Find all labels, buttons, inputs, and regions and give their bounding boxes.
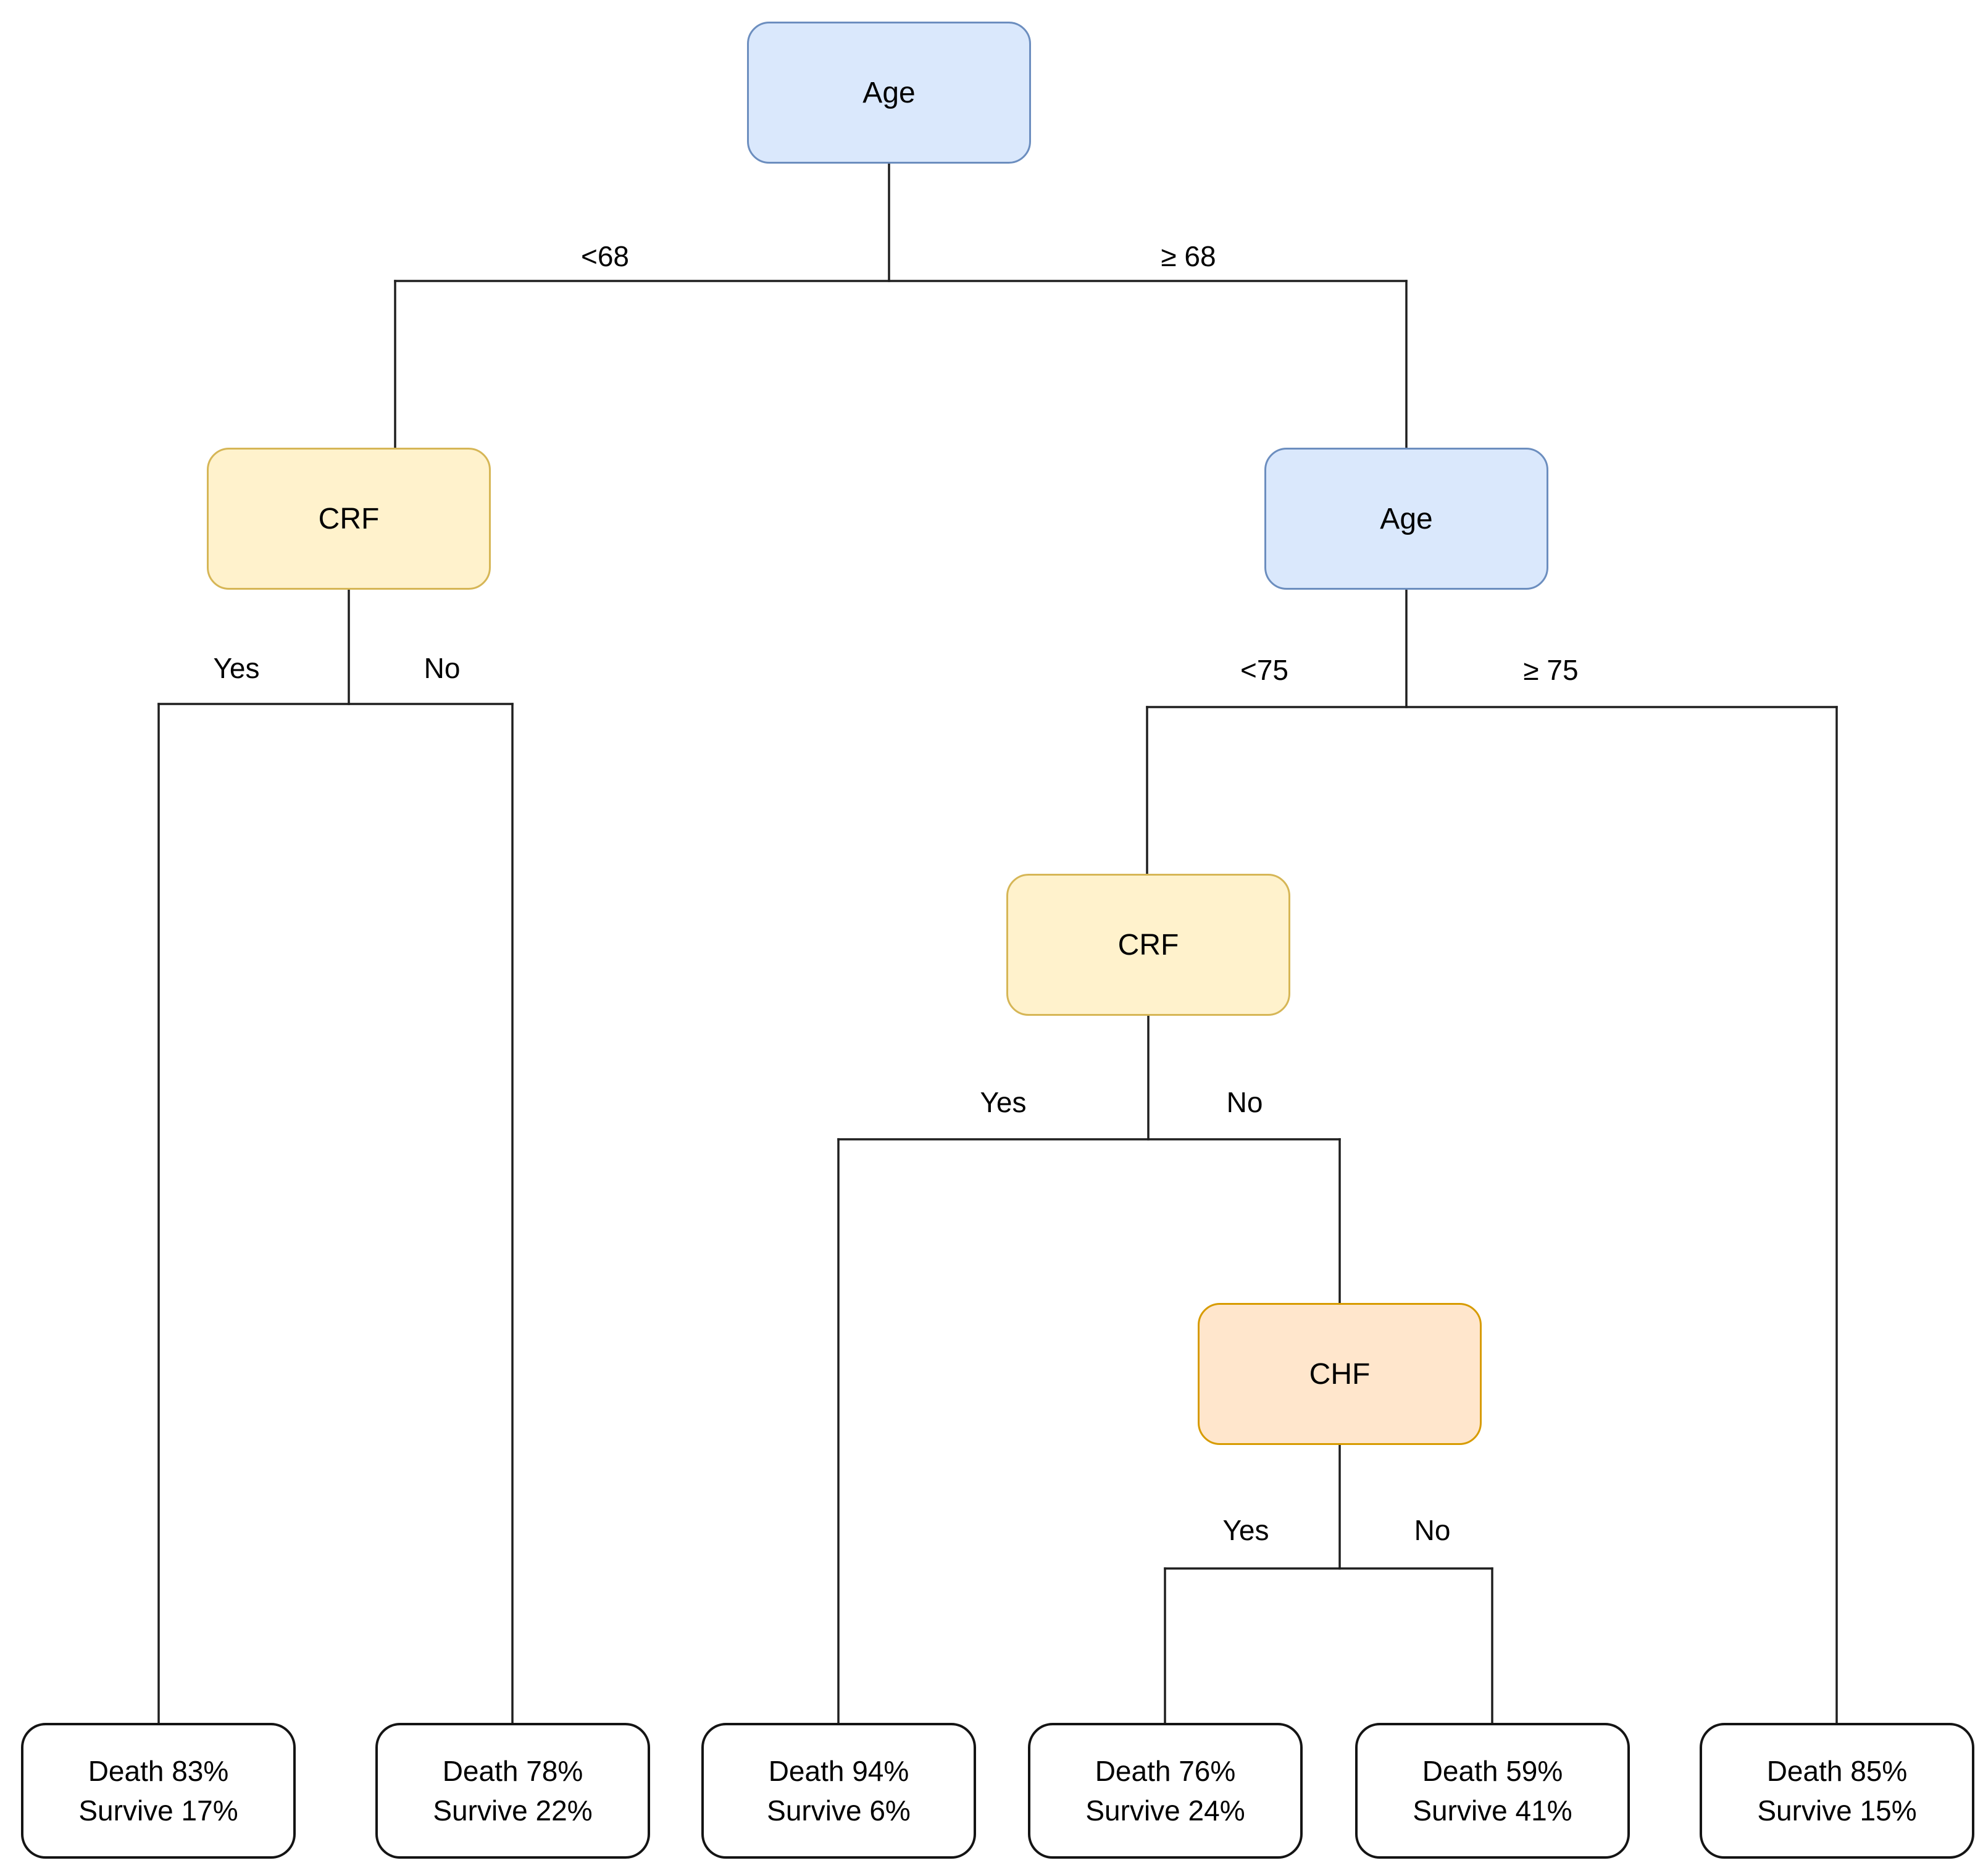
- node-age-root: Age: [747, 22, 1031, 164]
- branch-label-crf-left-no: No: [424, 652, 461, 684]
- branch-label-age-ge68: ≥ 68: [1161, 240, 1216, 272]
- branch-label-chf-no: No: [1414, 1514, 1451, 1546]
- node-crf-middle: CRF: [1006, 874, 1290, 1016]
- leaf-1-death-text: Death 83%: [88, 1755, 229, 1787]
- node-crf-left-label: CRF: [318, 502, 380, 535]
- leaf-4-survive-text: Survive 24%: [1085, 1794, 1245, 1827]
- leaf-outcome-1: Death 83% Survive 17%: [21, 1723, 296, 1859]
- node-crf-left: CRF: [207, 448, 491, 590]
- leaf-3-survive-text: Survive 6%: [767, 1794, 911, 1827]
- leaf-outcome-2: Death 78% Survive 22%: [375, 1723, 650, 1859]
- branch-label-age-ge75: ≥ 75: [1523, 654, 1579, 686]
- leaf-5-survive-text: Survive 41%: [1413, 1794, 1572, 1827]
- node-age-right-label: Age: [1380, 502, 1433, 535]
- leaf-2-survive-text: Survive 22%: [433, 1794, 593, 1827]
- branch-label-age-lt68: <68: [580, 240, 630, 272]
- branch-label-chf-yes: Yes: [1222, 1514, 1269, 1546]
- branch-label-crf-mid-no: No: [1226, 1086, 1263, 1118]
- node-chf-label: CHF: [1309, 1357, 1371, 1391]
- leaf-2-death-text: Death 78%: [442, 1755, 583, 1787]
- leaf-outcome-4: Death 76% Survive 24%: [1028, 1723, 1303, 1859]
- leaf-outcome-5: Death 59% Survive 41%: [1355, 1723, 1630, 1859]
- leaf-1-survive-text: Survive 17%: [78, 1794, 238, 1827]
- leaf-outcome-3: Death 94% Survive 6%: [701, 1723, 976, 1859]
- node-age-root-label: Age: [862, 76, 916, 109]
- branch-label-crf-left-yes: Yes: [213, 652, 260, 684]
- node-chf: CHF: [1198, 1303, 1482, 1445]
- leaf-outcome-6: Death 85% Survive 15%: [1700, 1723, 1974, 1859]
- leaf-3-death-text: Death 94%: [768, 1755, 909, 1787]
- node-crf-middle-label: CRF: [1117, 928, 1179, 961]
- leaf-6-death-text: Death 85%: [1766, 1755, 1908, 1787]
- leaf-5-death-text: Death 59%: [1422, 1755, 1563, 1787]
- leaf-6-survive-text: Survive 15%: [1757, 1794, 1917, 1827]
- leaf-4-death-text: Death 76%: [1095, 1755, 1236, 1787]
- branch-label-crf-mid-yes: Yes: [980, 1086, 1027, 1118]
- branch-label-age-lt75: <75: [1240, 654, 1289, 686]
- node-age-right: Age: [1264, 448, 1548, 590]
